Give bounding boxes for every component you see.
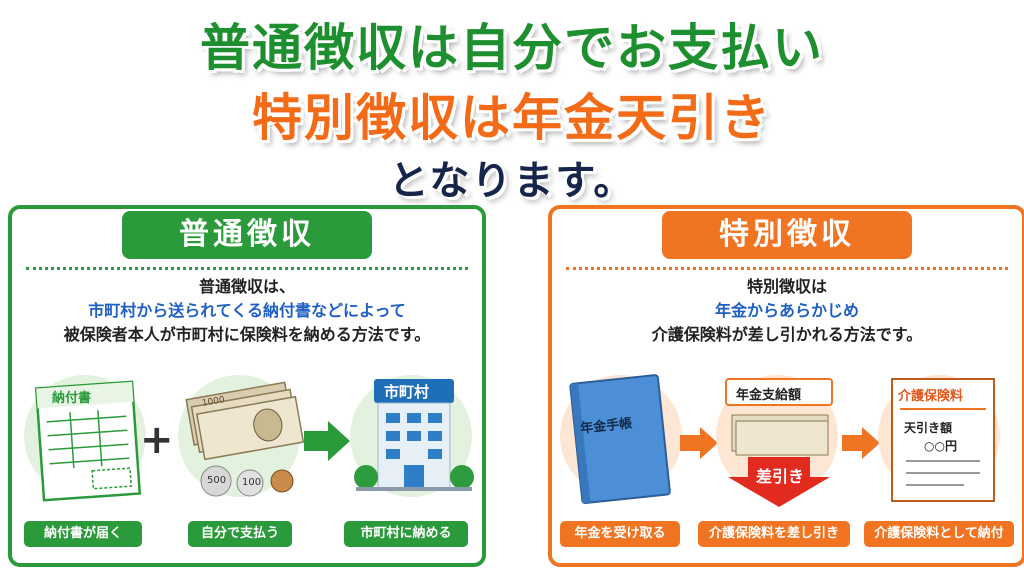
desc-line2: 市町村から送られてくる納付書などによって xyxy=(88,301,406,320)
panel-title: 特別徴収 xyxy=(662,211,912,259)
headline-line1: 普通徴収は自分でお支払い xyxy=(200,19,824,77)
dotted-divider xyxy=(26,267,468,270)
desc-line3: 介護保険料が差し引かれる方法です。 xyxy=(651,325,923,344)
premium-slip-line1: 天引き額 xyxy=(904,421,953,435)
money-icon xyxy=(185,381,305,497)
city-hall-icon xyxy=(354,379,474,491)
tokubetsu-choshu-panel: 特別徴収 特別徴収は 年金からあらかじめ 介護保険料が差し引かれる方法です。 年… xyxy=(548,205,1024,567)
panel-title: 普通徴収 xyxy=(122,211,372,259)
deduction-label: 差引き xyxy=(756,467,805,486)
headline-line2: 特別徴収は年金天引き xyxy=(252,89,772,147)
deduction-icon xyxy=(725,378,833,507)
panel-description: 特別徴収は 年金からあらかじめ 介護保険料が差し引かれる方法です。 xyxy=(552,275,1022,347)
pension-amount-label: 年金支給額 xyxy=(736,388,802,403)
premium-slip-line2: ○○円 xyxy=(924,439,957,453)
step-badge-pay-city: 市町村に納める xyxy=(344,521,468,547)
panel-description: 普通徴収は、 市町村から送られてくる納付書などによって 被保険者本人が市町村に保… xyxy=(12,275,482,347)
city-hall-label: 市町村 xyxy=(384,383,430,401)
arrow-right-icon xyxy=(304,421,350,461)
payment-slip-icon xyxy=(34,380,142,502)
coin-500-label: 500 xyxy=(207,475,227,486)
desc-line3: 被保険者本人が市町村に保険料を納める方法です。 xyxy=(63,325,431,344)
headline-line3: となります。 xyxy=(388,158,636,204)
step-badge-receive-pension: 年金を受け取る xyxy=(560,521,680,547)
premium-slip-icon xyxy=(891,378,995,502)
coin-100-label: 100 xyxy=(242,477,262,488)
desc-line1: 特別徴収は xyxy=(746,277,827,296)
step-badge-slip-arrives: 納付書が届く xyxy=(24,521,142,547)
plus-icon: + xyxy=(140,417,174,463)
dotted-divider xyxy=(566,267,1008,270)
arrow-right-icon xyxy=(842,427,880,459)
pension-book-icon xyxy=(569,374,671,505)
payment-slip-label: 納付書 xyxy=(52,391,92,406)
step-badge-deduct-premium: 介護保険料を差し引き xyxy=(698,521,850,547)
premium-slip-title: 介護保険料 xyxy=(898,389,964,404)
desc-line2: 年金からあらかじめ xyxy=(714,301,859,320)
futsu-choshu-panel: 普通徴収 普通徴収は、 市町村から送られてくる納付書などによって 被保険者本人が… xyxy=(8,205,486,567)
desc-line1: 普通徴収は、 xyxy=(198,277,295,296)
step-badge-pay-yourself: 自分で支払う xyxy=(188,521,292,547)
step-badge-pay-premium: 介護保険料として納付 xyxy=(864,521,1014,547)
arrow-right-icon xyxy=(680,427,718,459)
